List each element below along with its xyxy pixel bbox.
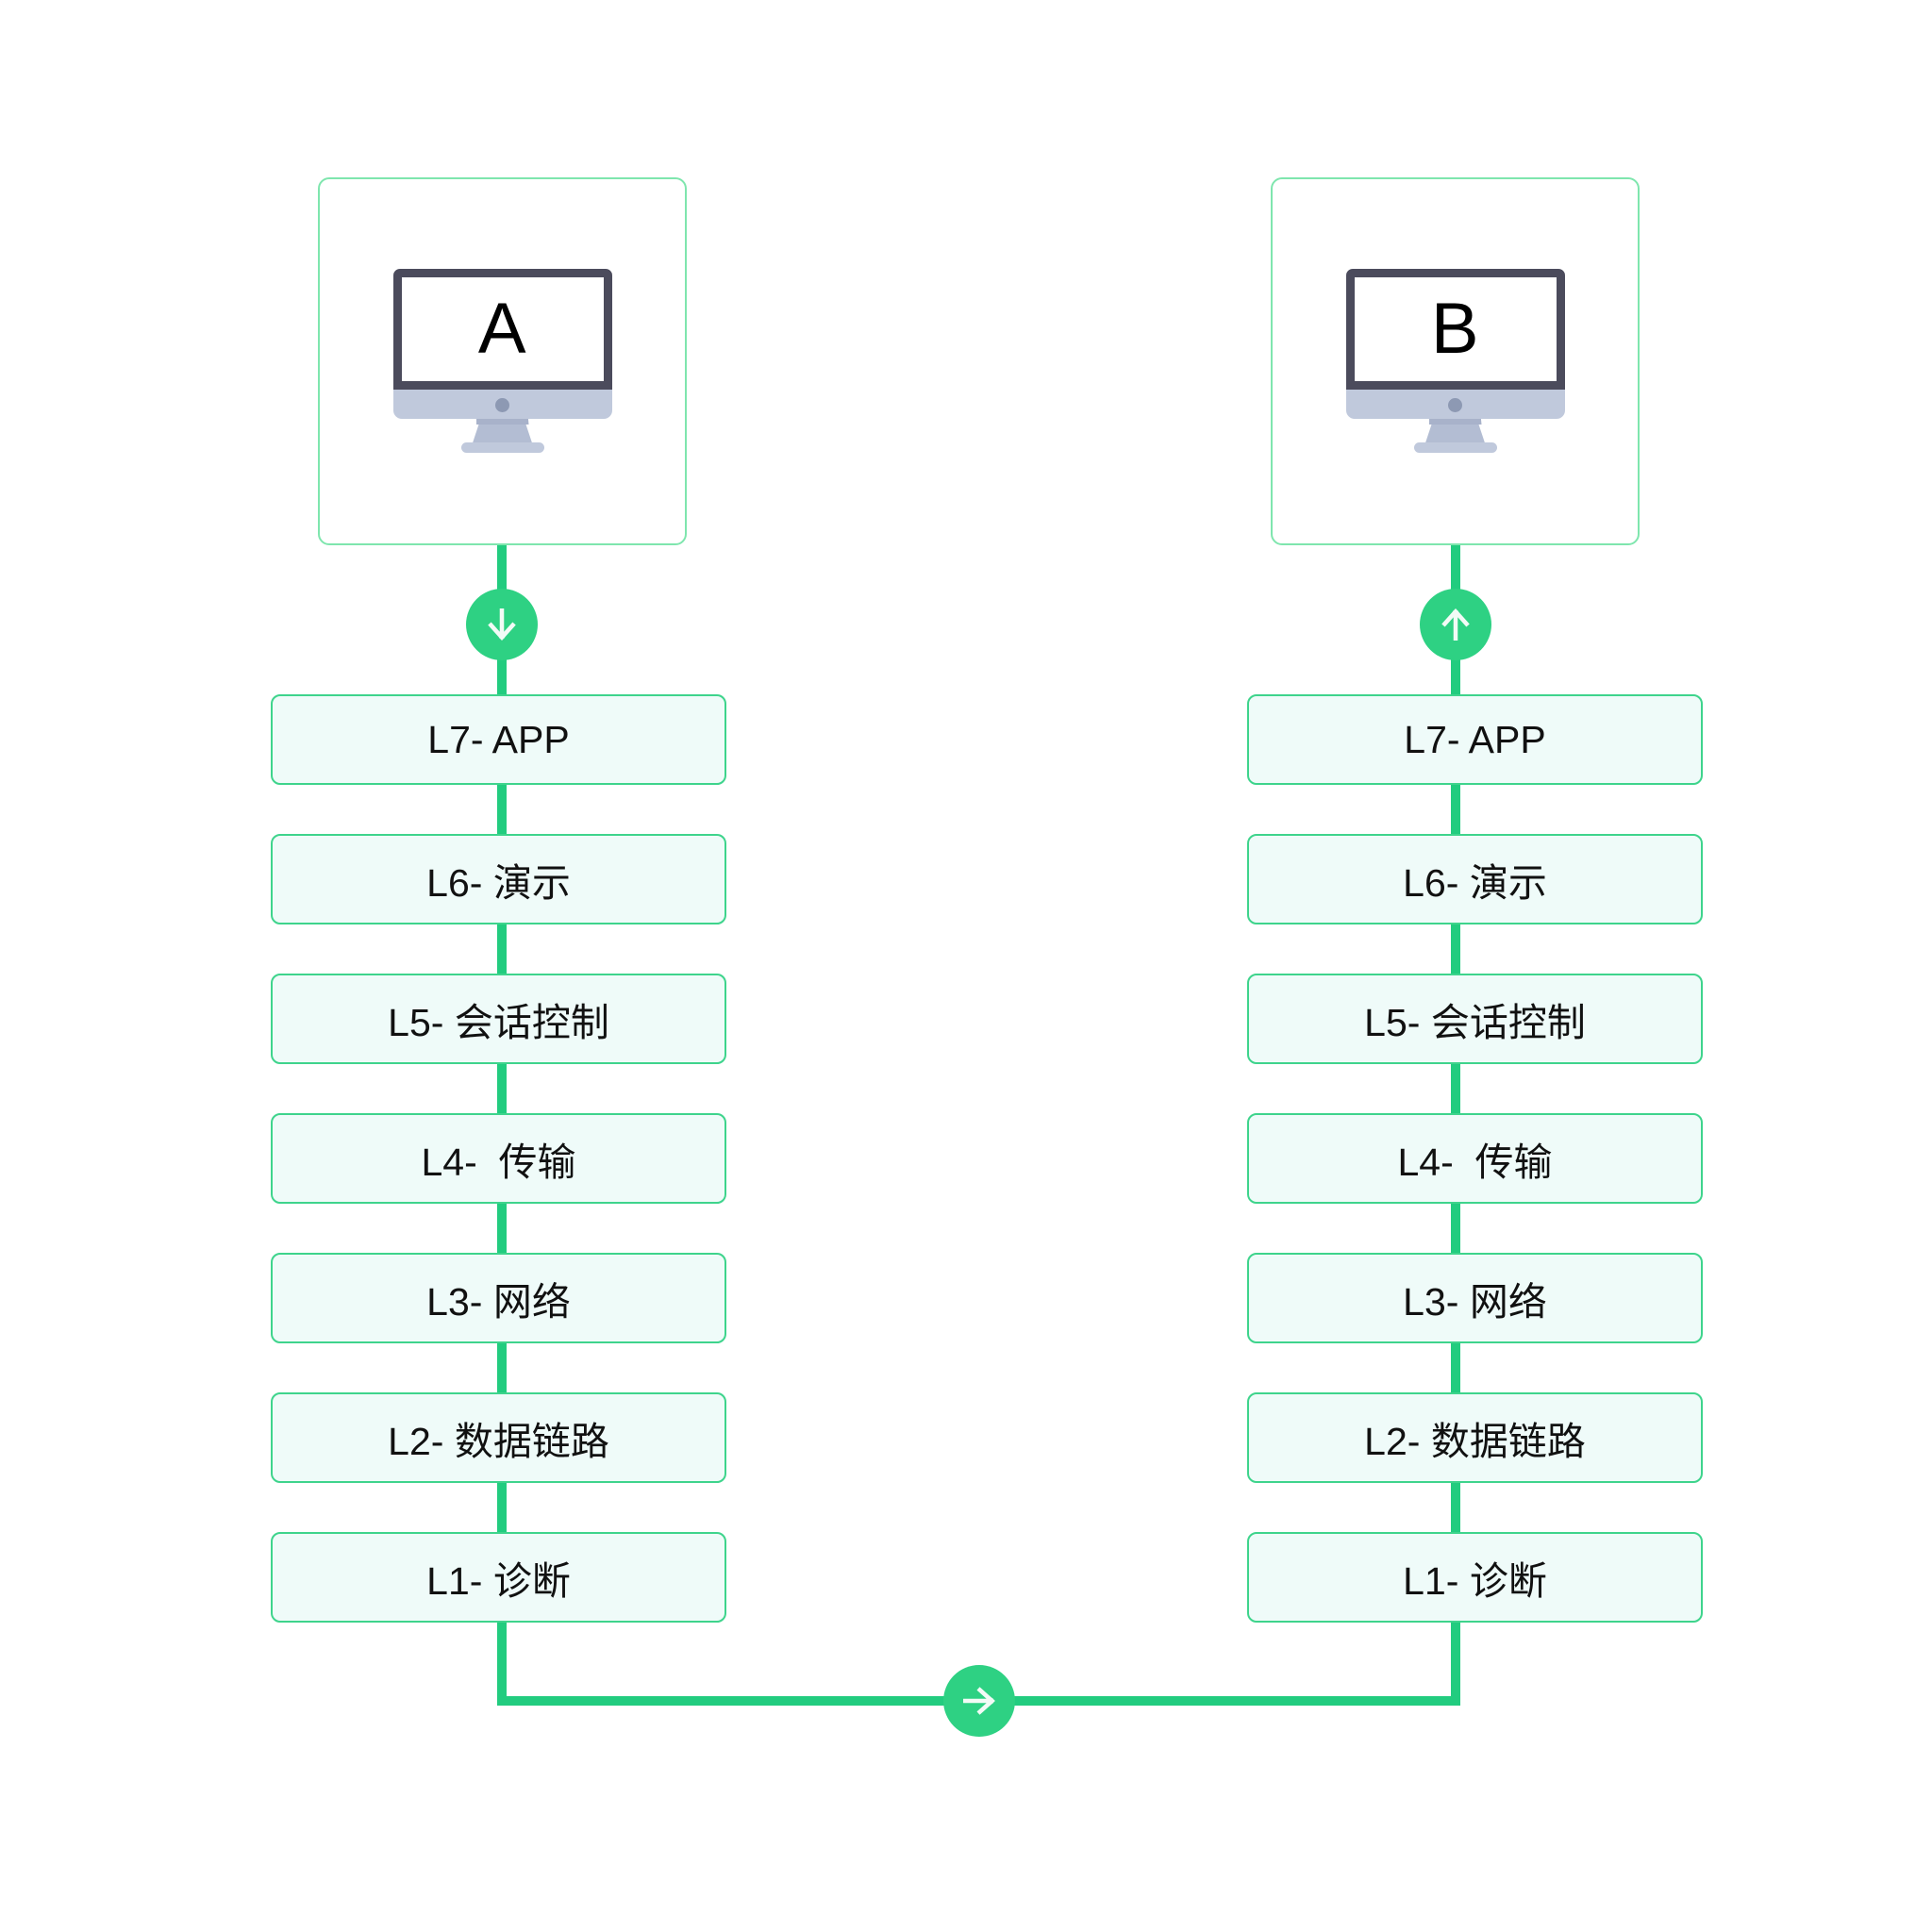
monitor-label: B (1430, 289, 1480, 369)
monitor-base (460, 442, 544, 453)
layer-label: L6- 演示 (1403, 861, 1547, 905)
layer-label: L4- 传输 (1397, 1141, 1553, 1184)
monitor-label: A (477, 289, 527, 369)
monitor-base (1413, 442, 1497, 453)
monitor-power-dot (1448, 398, 1462, 412)
layer-label: L2- 数据链路 (388, 1420, 609, 1463)
layer-box-l6[interactable]: L6- 演示 (271, 834, 726, 924)
arrow-down-icon[interactable] (466, 589, 538, 660)
layer-label: L7- APP (427, 717, 570, 761)
endpoint-card-b[interactable]: B (1271, 177, 1640, 545)
layer-label: L2- 数据链路 (1364, 1420, 1586, 1463)
layer-label: L5- 会话控制 (1364, 1001, 1586, 1044)
layer-label: L6- 演示 (426, 861, 571, 905)
monitor-power-dot (495, 398, 509, 412)
layer-label: L5- 会话控制 (388, 1001, 609, 1044)
layer-box-l6[interactable]: L6- 演示 (1247, 834, 1703, 924)
arrow-up-icon[interactable] (1420, 589, 1491, 660)
layer-box-l1[interactable]: L1- 诊断 (1247, 1532, 1703, 1623)
layer-box-l3[interactable]: L3- 网络 (1247, 1253, 1703, 1343)
layer-box-l7[interactable]: L7- APP (271, 694, 726, 785)
desktop-monitor-icon: A (392, 269, 612, 454)
layer-label: L1- 诊断 (426, 1559, 571, 1603)
layer-box-l4[interactable]: L4- 传输 (1247, 1113, 1703, 1204)
arrow-right-icon[interactable] (943, 1665, 1015, 1737)
layer-box-l2[interactable]: L2- 数据链路 (1247, 1392, 1703, 1483)
layer-box-l5[interactable]: L5- 会话控制 (271, 974, 726, 1064)
layer-box-l5[interactable]: L5- 会话控制 (1247, 974, 1703, 1064)
monitor-neck-top (1428, 419, 1482, 425)
layer-label: L3- 网络 (426, 1280, 571, 1324)
layer-label: L7- APP (1404, 717, 1546, 761)
layer-box-l4[interactable]: L4- 传输 (271, 1113, 726, 1204)
layer-box-l1[interactable]: L1- 诊断 (271, 1532, 726, 1623)
endpoint-card-a[interactable]: A (318, 177, 687, 545)
layer-label: L1- 诊断 (1403, 1559, 1547, 1603)
layer-label: L3- 网络 (1403, 1280, 1547, 1324)
layer-box-l7[interactable]: L7- APP (1247, 694, 1703, 785)
layer-label: L4- 传输 (421, 1141, 576, 1184)
monitor-neck-top (475, 419, 529, 425)
desktop-monitor-icon: B (1345, 269, 1565, 454)
layer-box-l2[interactable]: L2- 数据链路 (271, 1392, 726, 1483)
monitor-screen: A (392, 269, 612, 390)
layer-box-l3[interactable]: L3- 网络 (271, 1253, 726, 1343)
monitor-screen: B (1345, 269, 1565, 390)
